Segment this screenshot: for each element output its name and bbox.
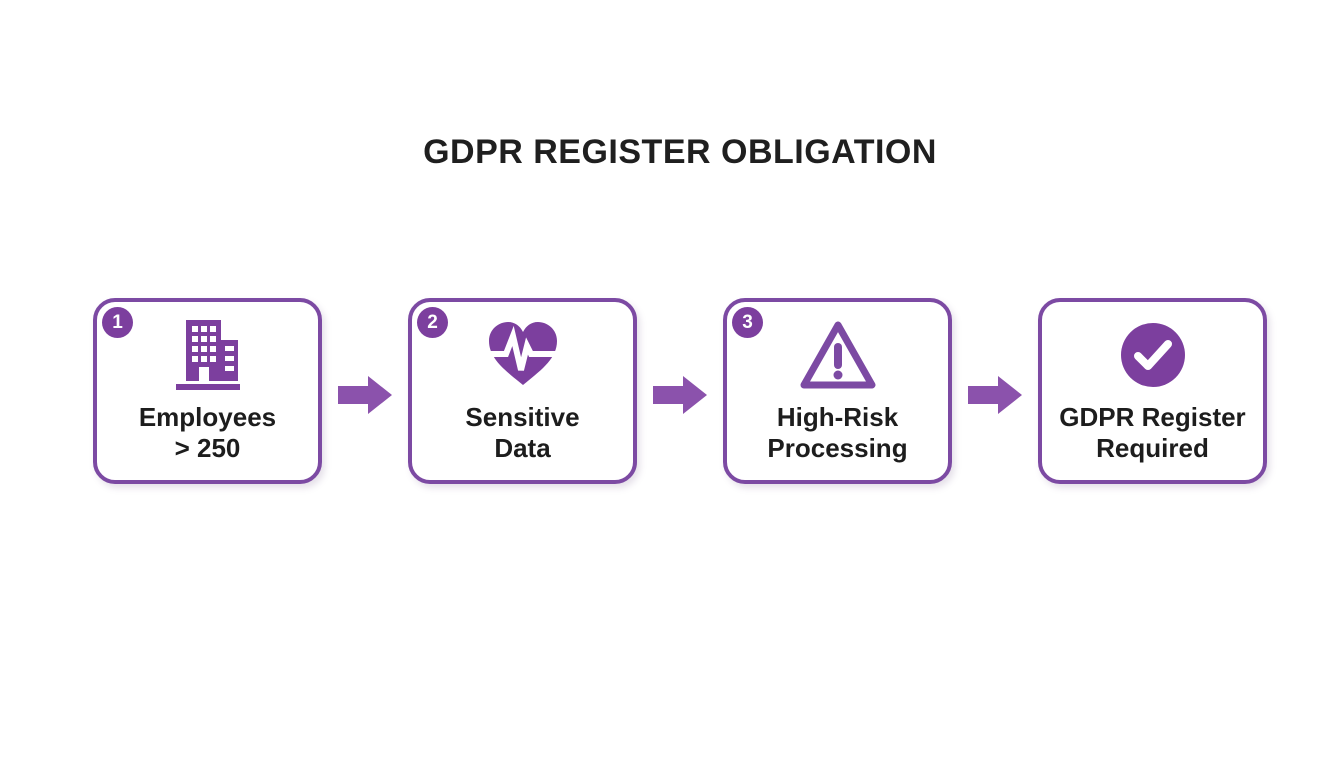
flow-arrow-icon <box>338 374 392 416</box>
step-label-line1: Employees <box>138 402 277 432</box>
step-label: Employees > 250 <box>97 402 318 464</box>
step-box-employees: 1 <box>93 298 322 484</box>
step-box-high-risk: 3 High-Risk Processing <box>723 298 952 484</box>
step-label: GDPR Register Required <box>1042 402 1263 464</box>
step-number-badge: 2 <box>417 307 448 338</box>
step-label-line2: Processing <box>767 433 908 463</box>
step-icon-area <box>1042 318 1263 396</box>
step-label: High-Risk Processing <box>727 402 948 464</box>
step-number-badge: 3 <box>732 307 763 338</box>
step-label-line2: > 250 <box>174 433 241 463</box>
step-icon-area <box>727 318 948 396</box>
building-icon <box>169 318 247 397</box>
step-label-line2: Data <box>494 433 551 463</box>
step-label-line2: Required <box>1096 433 1209 463</box>
step-label-line1: GDPR Register <box>1059 402 1246 432</box>
step-box-sensitive-data: 2 Sensitive Data <box>408 298 637 484</box>
step-label-line1: High-Risk <box>776 402 899 432</box>
step-label-line1: Sensitive <box>465 402 580 432</box>
flow-arrow-icon <box>968 374 1022 416</box>
step-label: Sensitive Data <box>412 402 633 464</box>
flow-arrow-icon <box>653 374 707 416</box>
check-circle-icon <box>1120 322 1185 392</box>
heart-pulse-icon <box>486 321 560 394</box>
step-icon-area <box>97 318 318 396</box>
page-title: GDPR REGISTER OBLIGATION <box>423 133 937 171</box>
step-box-register-required: GDPR Register Required <box>1038 298 1267 484</box>
warning-triangle-icon <box>797 318 879 397</box>
step-icon-area <box>412 318 633 396</box>
step-number-badge: 1 <box>102 307 133 338</box>
